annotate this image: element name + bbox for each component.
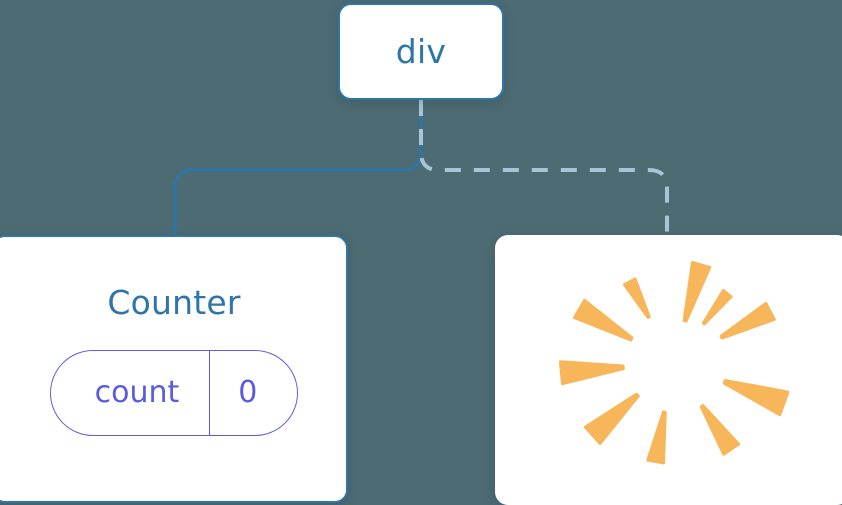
sparkle-ray-7 bbox=[646, 410, 667, 465]
sparkle-ray-1 bbox=[701, 289, 733, 326]
sparkle-ray-3 bbox=[623, 277, 651, 319]
sparkle-ray-2 bbox=[719, 301, 776, 340]
state-pill-count[interactable]: count 0 bbox=[49, 350, 299, 436]
sparkle-ray-8 bbox=[699, 404, 741, 456]
node-counter[interactable]: Counter count 0 bbox=[0, 235, 348, 503]
edge-div-sparkle bbox=[419, 100, 669, 240]
sparkle-burst-icon bbox=[558, 260, 790, 465]
state-pill-value: 0 bbox=[238, 375, 258, 410]
edge-div-counter bbox=[173, 100, 423, 240]
sparkle-ray-6 bbox=[583, 392, 640, 445]
state-pill-key: count bbox=[51, 351, 211, 435]
node-div-label: div bbox=[395, 32, 447, 71]
sparkle-ray-5 bbox=[558, 360, 625, 386]
node-counter-label: Counter bbox=[107, 283, 241, 322]
sparkle-ray-4 bbox=[572, 298, 634, 342]
node-sparkle[interactable] bbox=[495, 235, 842, 505]
sparkle-ray-0 bbox=[682, 260, 712, 323]
node-div[interactable]: div bbox=[338, 3, 504, 100]
sparkle-ray-9 bbox=[722, 378, 790, 417]
